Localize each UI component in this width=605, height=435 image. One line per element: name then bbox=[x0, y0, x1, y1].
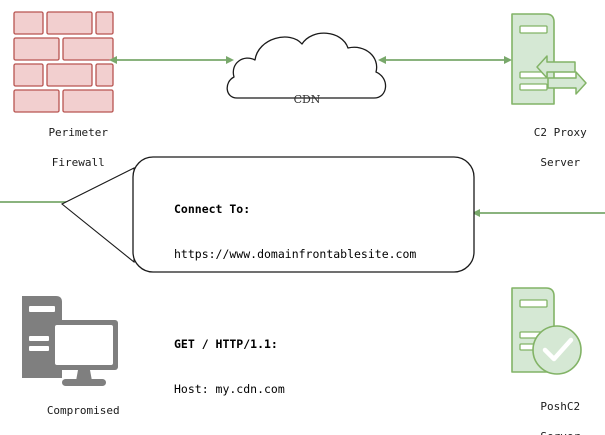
cloud-icon bbox=[226, 32, 387, 99]
callout-bubble bbox=[60, 156, 475, 273]
desktop-computer-icon bbox=[22, 296, 118, 386]
firewall-label-line2: Firewall bbox=[51, 156, 105, 169]
callout-line3: GET / HTTP/1.1: bbox=[174, 337, 278, 351]
callout-line1: Connect To: bbox=[174, 202, 251, 216]
firewall-label: Perimeter Firewall bbox=[0, 110, 130, 185]
host-label-line1: Compromised bbox=[46, 404, 120, 417]
proxy-label: C2 Proxy Server bbox=[488, 110, 605, 185]
callout-spacer bbox=[174, 292, 416, 307]
callout-line2: https://www.domainfrontablesite.com bbox=[174, 247, 417, 261]
poshc2-label: PoshC2 Server bbox=[488, 384, 605, 435]
poshc2-label-line1: PoshC2 bbox=[540, 400, 581, 413]
poshc2-label-line2: Server bbox=[540, 430, 580, 435]
callout-line4: Host: my.cdn.com bbox=[174, 382, 285, 396]
proxy-label-line2: Server bbox=[540, 156, 581, 169]
server-bidirectional-arrows-icon bbox=[511, 13, 587, 105]
cdn-label: CDN bbox=[293, 93, 321, 106]
proxy-label-line1: C2 Proxy bbox=[533, 126, 587, 139]
host-label: Compromised Host bbox=[0, 388, 140, 435]
firewall-label-line1: Perimeter bbox=[48, 126, 109, 139]
brick-wall-icon bbox=[13, 11, 114, 113]
server-check-icon bbox=[511, 287, 582, 375]
callout-content: Connect To: https://www.domainfrontables… bbox=[174, 172, 416, 427]
